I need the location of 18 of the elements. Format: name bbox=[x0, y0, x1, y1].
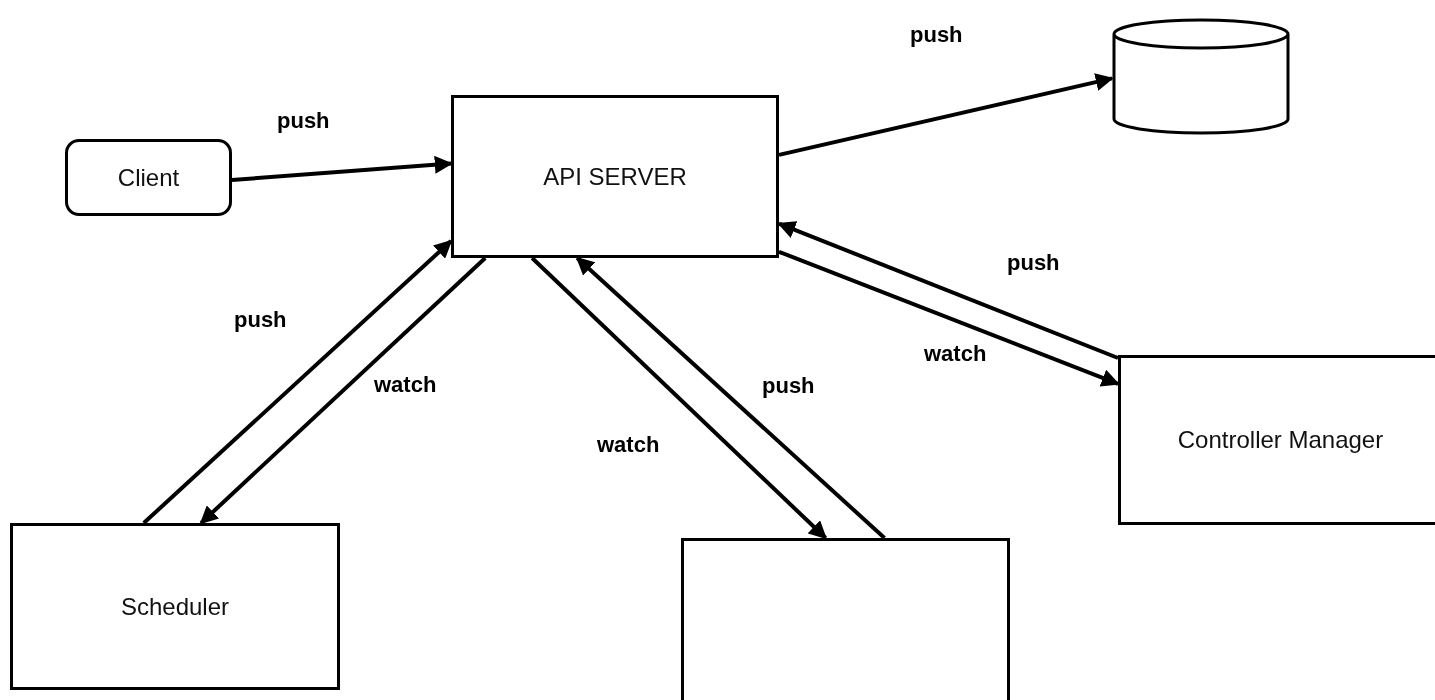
node-label: API SERVER bbox=[543, 162, 687, 191]
arrow bbox=[777, 221, 1119, 360]
arrow bbox=[778, 249, 1120, 387]
process-box bbox=[10, 523, 340, 690]
process-box bbox=[451, 95, 779, 258]
arrow bbox=[530, 256, 827, 540]
arrow bbox=[199, 256, 487, 525]
database-cylinder bbox=[1112, 18, 1290, 135]
node-label: Scheduler bbox=[120, 592, 230, 621]
rounded-box bbox=[65, 139, 232, 216]
arrow bbox=[231, 155, 453, 182]
arrow bbox=[778, 73, 1114, 157]
arrow bbox=[142, 239, 453, 525]
empty-box bbox=[681, 538, 1010, 700]
node-label: Client bbox=[117, 163, 180, 192]
arrow bbox=[575, 256, 886, 540]
node-label: Controller Manager bbox=[1177, 426, 1384, 454]
process-box bbox=[1118, 355, 1435, 525]
